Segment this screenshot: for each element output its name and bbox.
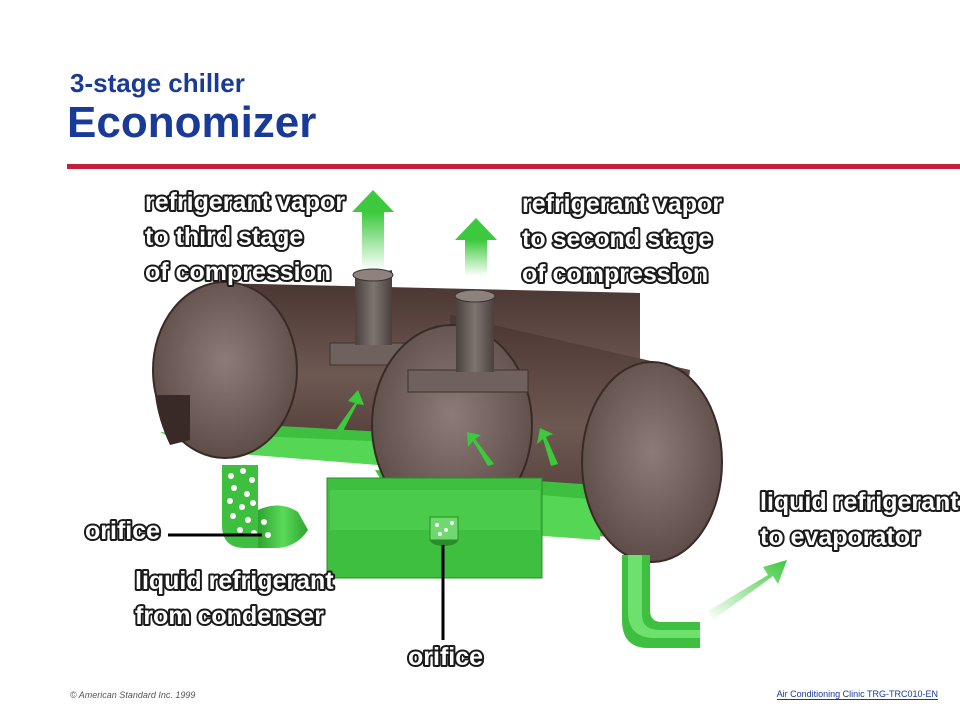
slide-title: Economizer bbox=[67, 98, 317, 147]
orifice-leader-lines bbox=[168, 533, 445, 640]
label-orifice-bottom: orifice bbox=[408, 643, 483, 671]
evaporator-outlet-pipe bbox=[622, 555, 700, 648]
title-divider bbox=[67, 164, 960, 169]
internal-vapor-arrows bbox=[336, 390, 558, 466]
label-vapor-third-line2: to third stage bbox=[145, 223, 303, 251]
condenser-inlet-pipe bbox=[222, 465, 308, 548]
label-orifice-left: orifice bbox=[85, 517, 160, 545]
label-liquid-cond-line2: from condenser bbox=[135, 602, 324, 630]
copyright-footer: © American Standard Inc. 1999 bbox=[70, 690, 196, 700]
slide-subtitle: 3-stage chiller bbox=[70, 68, 245, 98]
vapor-arrow-third-stage bbox=[352, 190, 394, 270]
label-liquid-evap-line2: to evaporator bbox=[760, 523, 920, 551]
sump-orifice bbox=[429, 516, 459, 546]
to-evaporator-arrow bbox=[708, 560, 787, 620]
label-vapor-second-line1: refrigerant vapor bbox=[522, 190, 722, 218]
label-liquid-evap-line1: liquid refrigerant bbox=[760, 488, 959, 516]
label-liquid-cond-line1: liquid refrigerant bbox=[135, 567, 334, 595]
label-vapor-third-line1: refrigerant vapor bbox=[145, 188, 345, 216]
course-footer: Air Conditioning Clinic TRG-TRC010-EN bbox=[776, 689, 938, 700]
label-vapor-second-line2: to second stage bbox=[522, 225, 712, 253]
label-vapor-third-line3: of compression bbox=[145, 258, 331, 286]
vapor-arrow-second-stage bbox=[455, 218, 497, 276]
vapor-nozzle-second-stage bbox=[407, 289, 529, 393]
label-vapor-second-line3: of compression bbox=[522, 260, 708, 288]
